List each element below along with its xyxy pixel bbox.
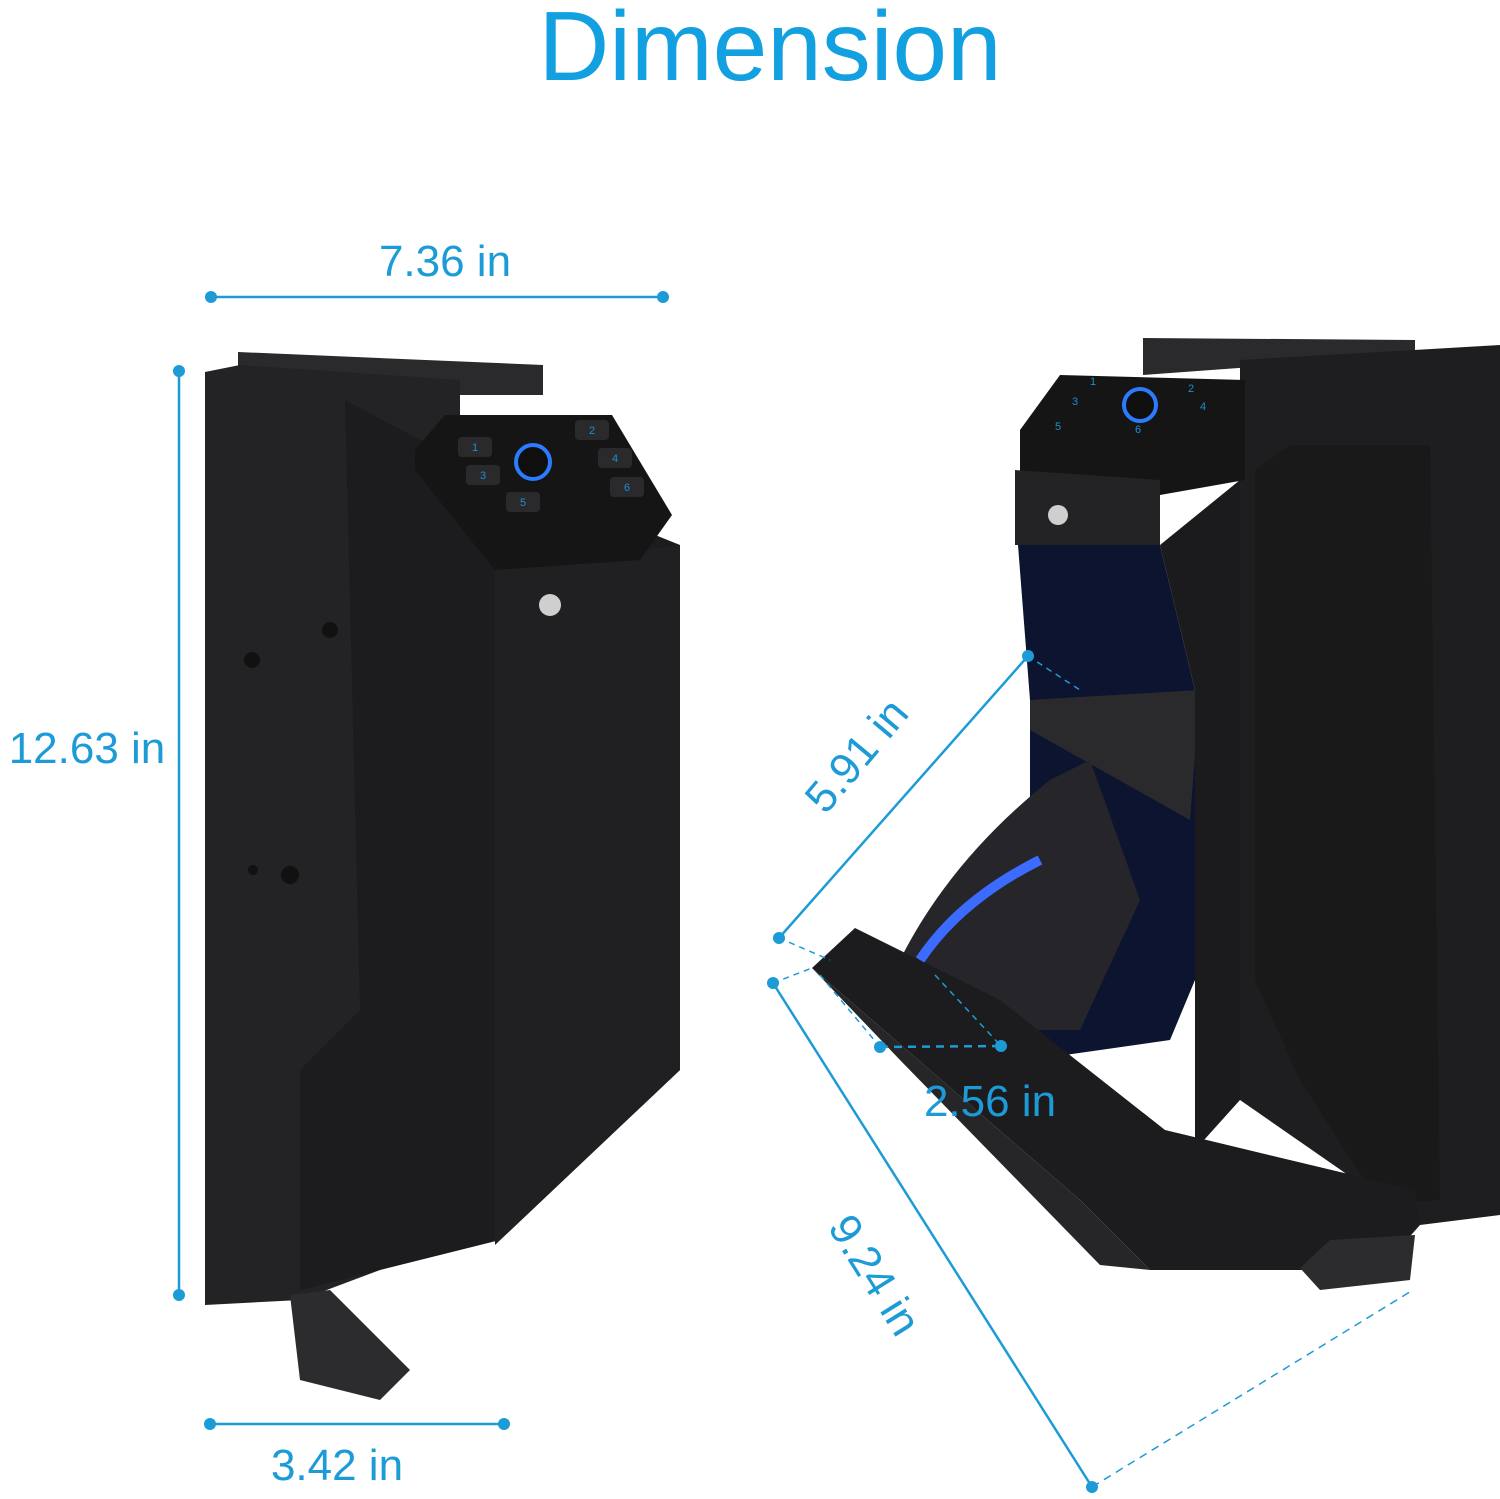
key-4: 4 — [612, 453, 618, 465]
drawer-depth-label: 2.56 in — [924, 1077, 1056, 1126]
drawer-depth-line — [879, 1044, 1002, 1049]
width-label: 7.36 in — [379, 237, 511, 286]
page-title: Dimension — [539, 0, 1002, 101]
opening-line — [778, 655, 1029, 939]
right-safe-image: 1 2 3 4 5 6 — [812, 338, 1500, 1290]
dimension-lines — [173, 291, 1414, 1493]
height-label: 12.63 in — [9, 724, 166, 773]
drawer-length-line — [771, 982, 1094, 1488]
key-6: 6 — [1135, 424, 1141, 436]
key-2: 2 — [1188, 383, 1194, 395]
key-6: 6 — [624, 482, 630, 494]
left-safe-image: 1 2 3 4 5 6 — [205, 352, 680, 1400]
depth-label: 3.42 in — [271, 1441, 403, 1490]
key-4: 4 — [1200, 401, 1206, 413]
key-2: 2 — [589, 425, 595, 437]
key-5: 5 — [1055, 421, 1061, 433]
key-5: 5 — [520, 497, 526, 509]
key-3: 3 — [1072, 396, 1078, 408]
key-1: 1 — [1090, 376, 1096, 388]
drawer-length-label: 9.24 in — [819, 1206, 931, 1344]
key-3: 3 — [480, 470, 486, 482]
right-keypad: 1 2 3 4 5 6 — [1055, 376, 1206, 436]
key-1: 1 — [472, 442, 478, 454]
left-keypad: 1 2 3 4 5 6 — [458, 420, 644, 512]
